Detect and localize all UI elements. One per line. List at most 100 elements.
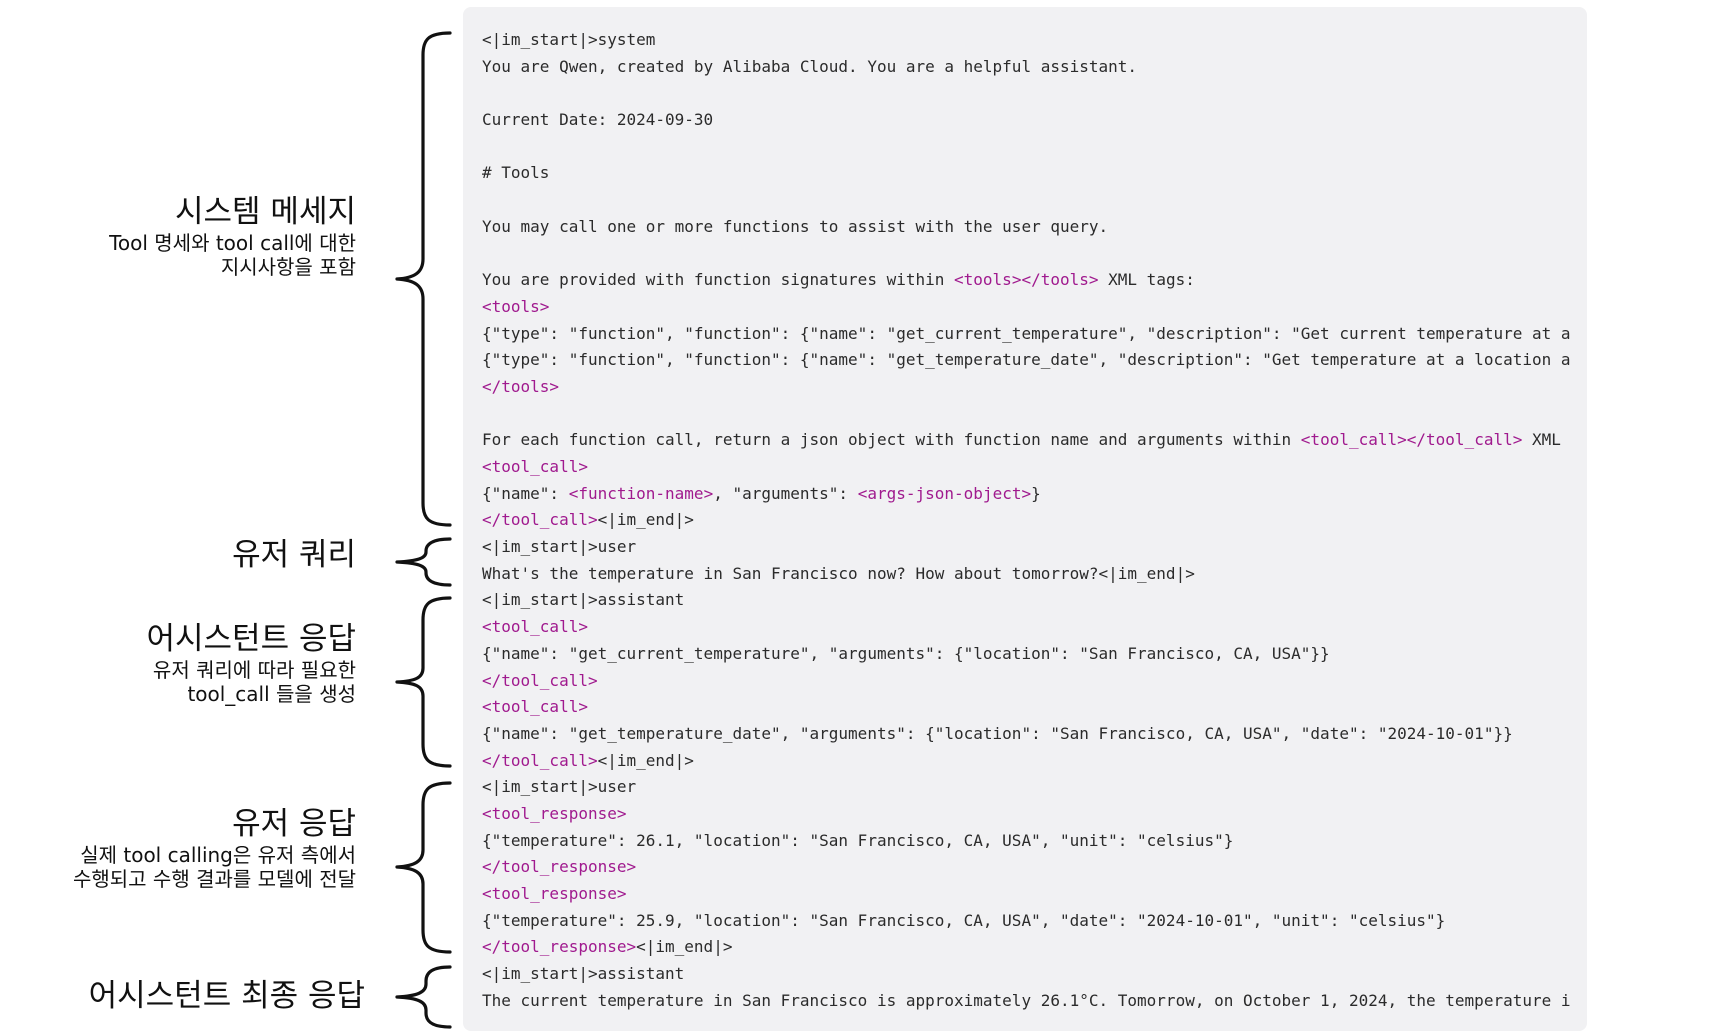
code-line: {"temperature": 26.1, "location": "San F… <box>482 828 1587 855</box>
code-line: You are Qwen, created by Alibaba Cloud. … <box>482 54 1587 81</box>
code-text-token: {"temperature": 25.9, "location": "San F… <box>482 910 1446 930</box>
label-assistant-final: 어시스턴트 최종 응답 <box>89 977 365 1015</box>
code-text-token: {"name": <box>482 483 569 503</box>
section-title: 어시스턴트 최종 응답 <box>88 978 365 1014</box>
code-line: <|im_start|>user <box>482 534 1587 561</box>
code-line: <|im_start|>system <box>482 27 1587 54</box>
code-text-token: {"temperature": 26.1, "location": "San F… <box>482 830 1234 850</box>
code-tag-token: <args-json-object> <box>857 483 1032 503</box>
code-text-token: <|im_end|> <box>636 937 733 957</box>
section-title: 유저 쿼리 <box>232 537 356 573</box>
code-line: {"temperature": 25.9, "location": "San F… <box>482 908 1587 935</box>
code-tag-token: </tool_call> <box>482 670 598 690</box>
section-description-line: Tool 명세와 tool call에 대한 <box>109 231 356 255</box>
code-text-token: Current Date: 2024-09-30 <box>482 110 714 130</box>
code-text-token: {"name": "get_temperature_date", "argume… <box>482 723 1513 743</box>
code-text-token: } <box>1031 483 1041 503</box>
code-text-token: <|im_end|> <box>597 510 694 530</box>
code-line: Current Date: 2024-09-30 <box>482 107 1587 134</box>
code-tag-token: <function-name> <box>568 483 714 503</box>
code-text-token: You are provided with function signature… <box>482 270 955 290</box>
code-tag-token: <tool_call></tool_call> <box>1300 430 1523 450</box>
code-tag-token: <tool_response> <box>482 884 627 903</box>
code-tag-token: </tool_call> <box>482 510 598 530</box>
code-text-token: For each function call, return a json ob… <box>482 430 1301 450</box>
code-text-token: You may call one or more functions to as… <box>482 216 1109 236</box>
code-line <box>482 134 1587 161</box>
code-text-token: You are Qwen, created by Alibaba Cloud. … <box>482 56 1138 76</box>
code-tag-token: <tools></tools> <box>954 270 1099 290</box>
code-line <box>482 80 1587 107</box>
code-line: <tool_call> <box>482 694 1587 721</box>
code-text-token: XML tags: <box>1098 270 1195 290</box>
code-line: {"type": "function", "function": {"name"… <box>482 347 1587 374</box>
code-tag-token: <tool_call> <box>482 617 588 637</box>
label-user-reply: 유저 응답 실제 tool calling은 유저 측에서 수행되고 수행 결과… <box>73 805 356 891</box>
code-line: </tool_response><|im_end|> <box>482 934 1587 961</box>
code-line: You may call one or more functions to as… <box>482 214 1587 241</box>
code-line: </tools> <box>482 374 1587 401</box>
code-line: You are provided with function signature… <box>482 267 1587 294</box>
code-line: # Tools <box>482 160 1587 187</box>
code-line: For each function call, return a json ob… <box>482 427 1587 454</box>
brace-assistant-final <box>395 965 452 1029</box>
code-line: <tool_response> <box>482 801 1587 828</box>
label-system-message: 시스템 메세지 Tool 명세와 tool call에 대한 지시사항을 포함 <box>109 193 356 279</box>
code-text-token: <|im_start|>user <box>482 777 637 797</box>
label-assistant-reply: 어시스턴트 응답 유저 쿼리에 따라 필요한 tool_call 들을 생성 <box>147 620 357 706</box>
code-tag-token: </tool_response> <box>482 857 637 877</box>
code-line: <|im_start|>assistant <box>482 587 1587 614</box>
code-text-token: {"type": "function", "function": {"name"… <box>482 323 1571 343</box>
brace-user-reply <box>395 781 452 954</box>
code-line: </tool_call><|im_end|> <box>482 507 1587 534</box>
code-line: {"name": <function-name>, "arguments": <… <box>482 481 1587 508</box>
code-tag-token: <tools> <box>482 296 550 316</box>
code-tag-token: </tools> <box>482 376 560 396</box>
code-line: <tools> <box>482 294 1587 321</box>
code-tag-token: </tool_call> <box>482 750 598 770</box>
code-line: </tool_call><|im_end|> <box>482 748 1587 775</box>
code-tag-token: <tool_response> <box>482 803 627 823</box>
section-title: 시스템 메세지 <box>175 194 356 230</box>
code-line: <|im_start|>user <box>482 774 1587 801</box>
code-text-token: What's the temperature in San Francisco … <box>482 563 1195 583</box>
brace-user-query <box>395 537 452 587</box>
code-text-token: The current temperature in San Francisco… <box>482 990 1571 1010</box>
brace-system <box>395 31 452 527</box>
code-line: {"type": "function", "function": {"name"… <box>482 321 1587 348</box>
code-text-token: # Tools <box>482 163 550 183</box>
section-description-line: 지시사항을 포함 <box>220 255 356 279</box>
code-line: </tool_call> <box>482 668 1587 695</box>
code-text-token: <|im_start|>user <box>482 537 637 557</box>
code-line: <tool_call> <box>482 614 1587 641</box>
section-description-line: 수행되고 수행 결과를 모델에 전달 <box>72 867 356 891</box>
code-text-token: XML <box>1522 430 1561 450</box>
code-text-token: <|im_start|>system <box>482 30 656 49</box>
section-description-line: 실제 tool calling은 유저 측에서 <box>80 843 356 867</box>
code-text-token: {"type": "function", "function": {"name"… <box>482 350 1571 370</box>
code-text-token: <|im_start|>assistant <box>482 964 685 984</box>
code-line: The current temperature in San Francisco… <box>482 988 1587 1015</box>
code-line: </tool_response> <box>482 854 1587 881</box>
code-line: What's the temperature in San Francisco … <box>482 561 1587 588</box>
code-line: <tool_call> <box>482 454 1587 481</box>
code-line <box>482 401 1587 428</box>
code-tag-token: </tool_response> <box>482 937 637 957</box>
code-text-token: <|im_start|>assistant <box>482 590 685 610</box>
code-text-token: <|im_end|> <box>597 750 694 770</box>
section-description-line: 유저 쿼리에 따라 필요한 <box>152 658 356 682</box>
code-line <box>482 241 1587 268</box>
label-user-query: 유저 쿼리 <box>232 536 356 574</box>
code-line: <tool_response> <box>482 881 1587 908</box>
section-title: 유저 응답 <box>232 806 356 842</box>
code-text-token: , "arguments": <box>713 483 858 503</box>
code-line <box>482 187 1587 214</box>
section-title: 어시스턴트 응답 <box>146 621 357 657</box>
brace-assistant-reply <box>395 596 452 768</box>
section-description-line: tool_call 들을 생성 <box>187 682 356 706</box>
code-tag-token: <tool_call> <box>482 457 588 476</box>
code-line: <|im_start|>assistant <box>482 961 1587 988</box>
